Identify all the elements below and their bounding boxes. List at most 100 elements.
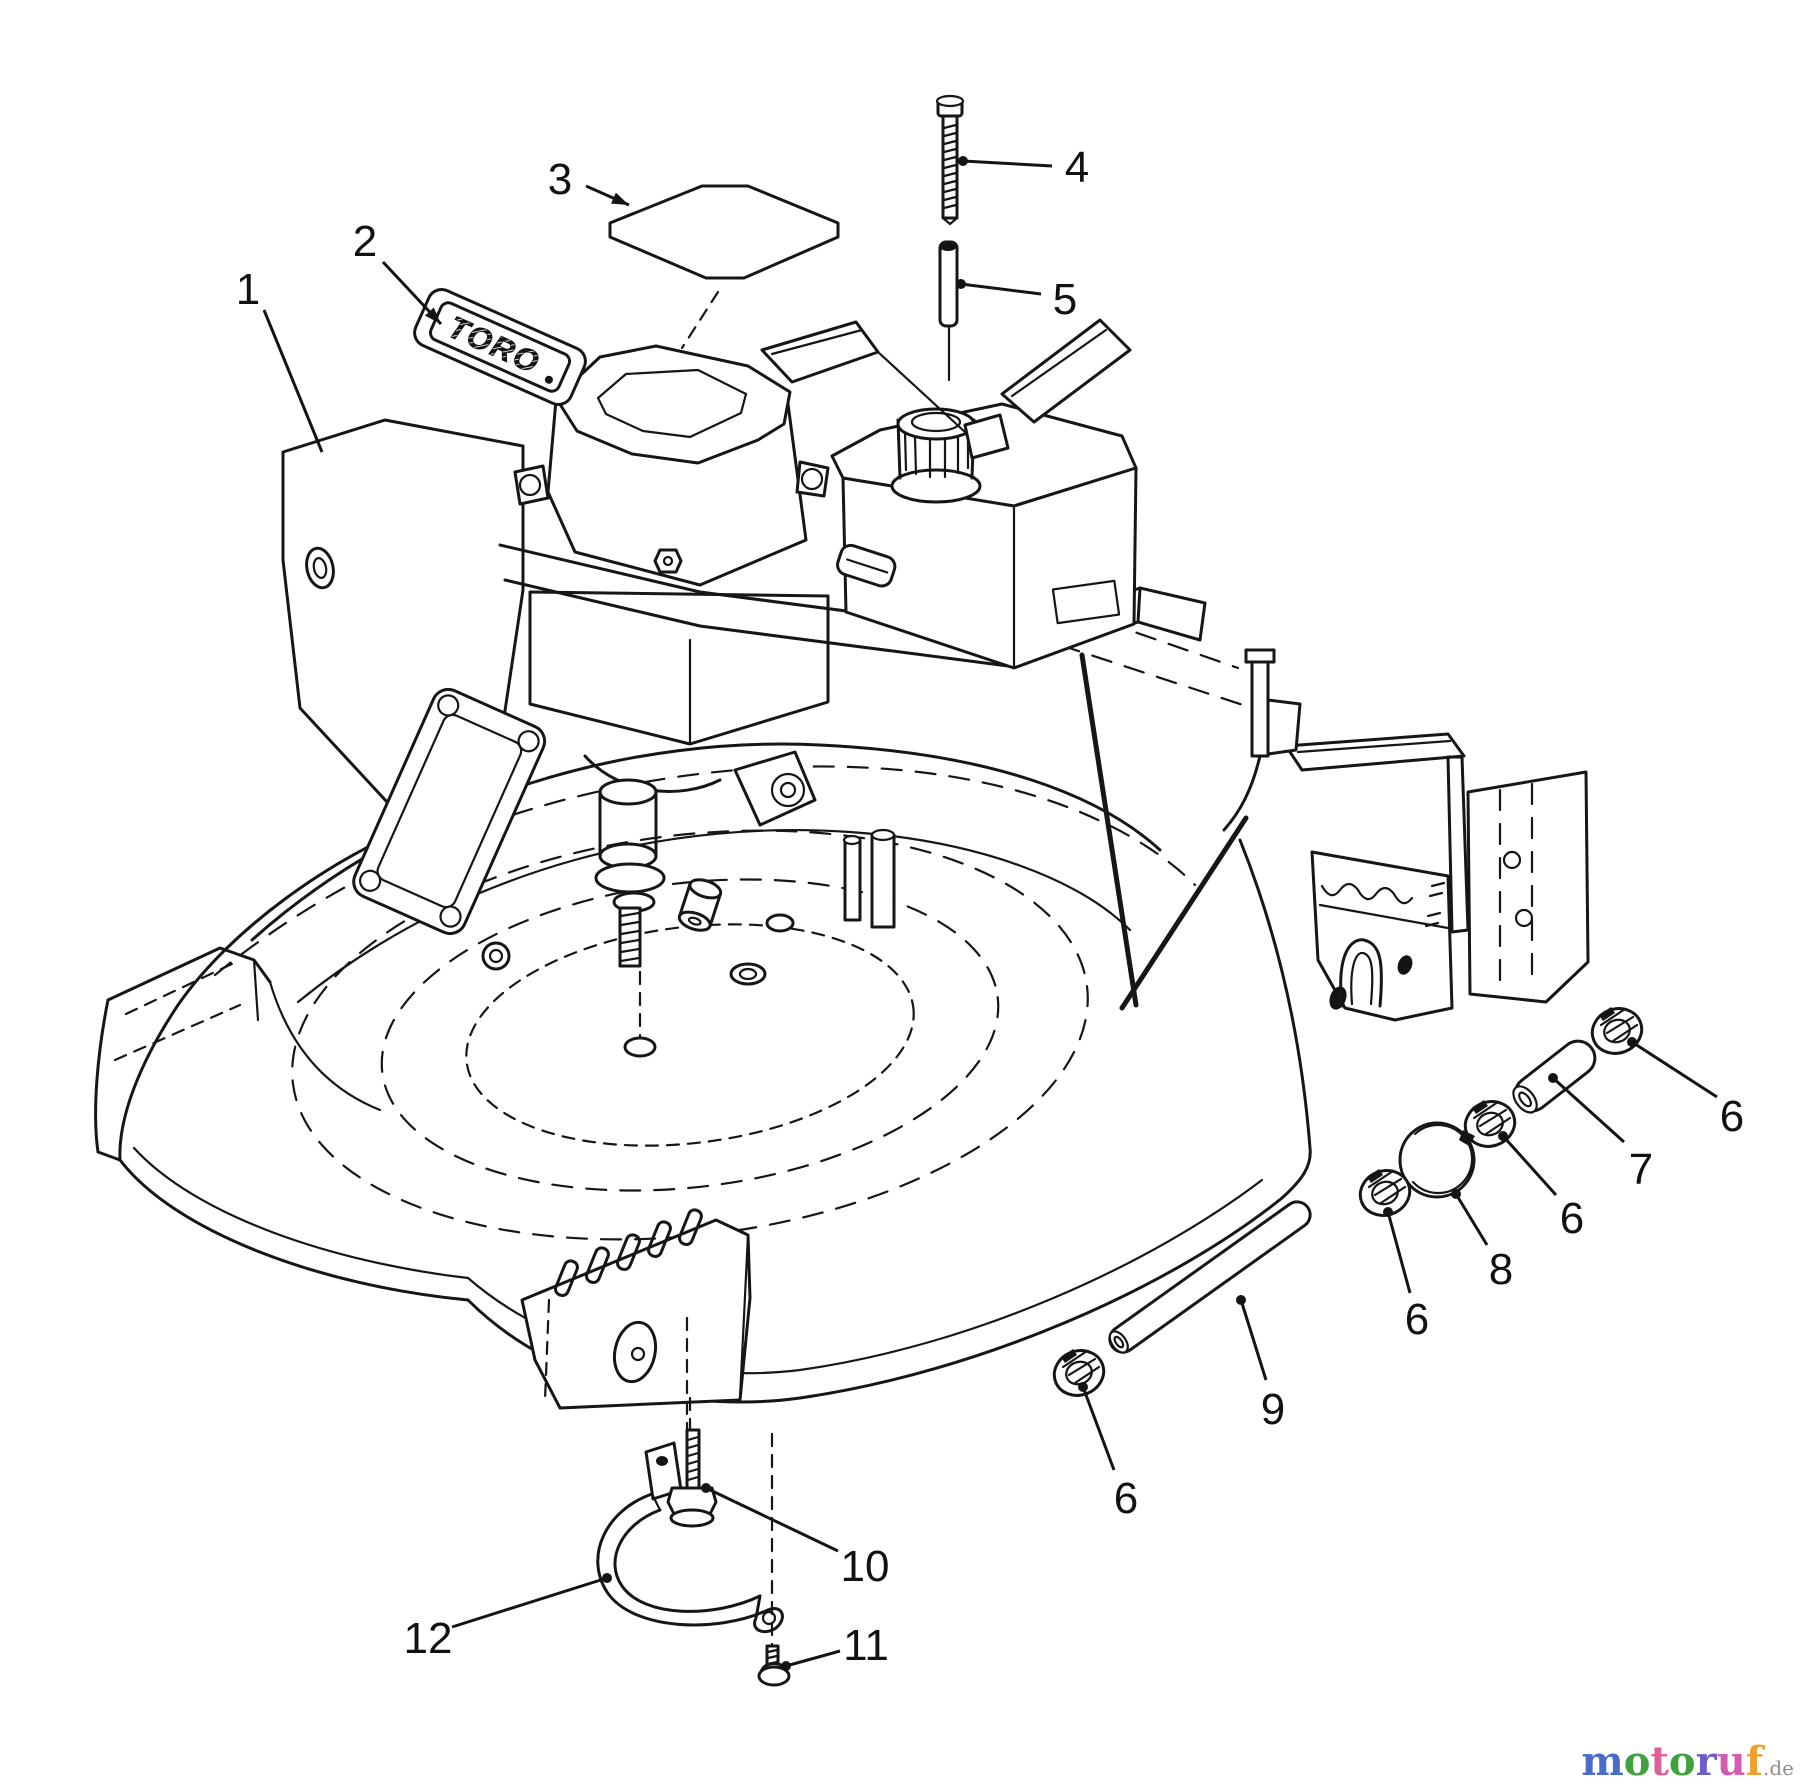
callout-4-leader-line	[962, 159, 1053, 168]
lever-pivot	[963, 413, 1010, 460]
callout-6-b-number: 6	[1560, 1194, 1584, 1243]
motoruf-logo-letter: u	[1716, 1738, 1746, 1784]
hose-clamp-6a	[1590, 1007, 1644, 1055]
muffler-plate-outer	[352, 687, 547, 936]
air-cleaner-top-inner	[596, 368, 748, 439]
rack-teeth-wave	[1320, 882, 1414, 905]
mount-ear-right	[1136, 586, 1207, 642]
clamp-screw	[1599, 1007, 1615, 1021]
fuel-line-bore	[1113, 1335, 1125, 1349]
motoruf-logo[interactable]: motoruf.de	[1581, 1742, 1794, 1782]
callout-7-leader-line	[1551, 1076, 1626, 1144]
callout-4-number: 4	[1065, 143, 1089, 192]
support-post	[1250, 654, 1270, 758]
callout-8-number: 8	[1489, 1245, 1513, 1294]
muffler-bolt-3	[359, 869, 382, 892]
front-serrated-bracket	[520, 1208, 752, 1430]
callout-10-number: 10	[841, 1542, 890, 1591]
backing-plate-hole-2	[1514, 908, 1534, 928]
callout-6-d-leader-dot	[1078, 1382, 1088, 1392]
fuel-line-part9	[1108, 1200, 1312, 1354]
clamp-slots	[1599, 1007, 1639, 1043]
fuel-filter-part8	[1393, 1121, 1476, 1199]
carb-post-1-top	[842, 834, 862, 846]
guard-left-end	[650, 1492, 662, 1512]
callout-2: 2	[353, 217, 443, 326]
deck-rear-wall-edge-1	[1079, 652, 1139, 1008]
callout-6-d-number: 6	[1114, 1474, 1138, 1523]
rack-shadow-2	[1397, 955, 1413, 975]
filter-centerline	[680, 290, 720, 350]
motoruf-logo-suffix: .de	[1763, 1756, 1794, 1780]
callout-6-b-leader-dot	[1498, 1131, 1508, 1141]
filter-diamond	[608, 184, 840, 280]
rocker-ridge	[846, 558, 889, 574]
rear-height-adjuster	[1222, 648, 1590, 1022]
badge-outer-frame	[413, 288, 587, 406]
callout-3-number: 3	[548, 155, 572, 204]
blade-circle-middle	[380, 878, 1000, 1192]
lever-link	[876, 350, 967, 434]
bolt10-threads	[686, 1435, 700, 1482]
carb-disc	[770, 772, 806, 808]
callout-7-leader-dot	[1548, 1073, 1558, 1083]
tick-mark-2	[1424, 911, 1442, 928]
guard-part12	[596, 1492, 784, 1634]
support-foot	[1222, 754, 1262, 832]
callout-6-c-leader-dot	[1383, 1207, 1393, 1217]
rear-handle-plate-inner	[1010, 328, 1108, 398]
right-backing-plate	[1466, 770, 1590, 1004]
carb-post-1	[843, 838, 862, 922]
callout-11-number: 11	[843, 1621, 889, 1670]
roller-side	[678, 882, 722, 928]
primer-rocker	[836, 543, 897, 588]
bracket-face-line	[738, 1233, 750, 1400]
filter-disc	[1398, 1121, 1476, 1199]
adapter-top	[598, 778, 658, 806]
pin-part5	[938, 240, 959, 382]
vent-slot-2	[585, 1246, 610, 1285]
air-cleaner-bolt-bottom	[653, 548, 683, 574]
bolt-part4	[935, 94, 965, 226]
callout-4-leader-dot	[958, 156, 968, 166]
callout-6-a: 6	[1627, 1037, 1744, 1141]
backing-plate-hole-1	[1502, 850, 1522, 870]
callout-6-d: 6	[1078, 1382, 1138, 1523]
hose-bore	[1518, 1091, 1533, 1108]
bolt10-washer	[669, 1508, 715, 1528]
callout-5-leader-dot	[956, 279, 966, 289]
callout-12-leader-dot	[602, 1573, 612, 1583]
muffler-bolt-4	[439, 905, 462, 928]
clamp-screw	[1061, 1349, 1077, 1363]
callout-3-arrowhead	[611, 192, 629, 205]
clamp-ring-inner	[1603, 1018, 1631, 1044]
callout-1: 1	[236, 265, 324, 453]
clamp-slots	[1061, 1349, 1101, 1385]
pin5-cap	[940, 243, 956, 251]
clamp-ring	[1590, 1007, 1644, 1055]
rear-handle-plate	[1000, 318, 1132, 424]
mount-bolt-part10	[644, 1428, 718, 1528]
fuel-line-tube	[1108, 1200, 1312, 1354]
callout-8-leader-line	[1454, 1193, 1489, 1246]
rack-mid-line	[1318, 903, 1450, 930]
toothed-rack	[1310, 850, 1454, 1022]
vent-slot-4	[647, 1220, 672, 1259]
spindle-bolt-center	[488, 948, 504, 964]
carb-post-2-top	[870, 828, 896, 842]
clamp-ring-inner	[1476, 1111, 1504, 1137]
guard-end-hook	[753, 1594, 784, 1634]
carb-disc-inner	[779, 781, 797, 799]
roller-bottom	[677, 910, 712, 932]
muffler-plate-inner	[376, 713, 523, 909]
deck-bolt-holes	[481, 913, 795, 1058]
lower-block	[528, 590, 830, 746]
chute-ridge-hidden-2	[113, 1003, 242, 1062]
crankcase-port	[305, 546, 335, 590]
callout-10-leader-line	[705, 1486, 839, 1553]
chute-blend	[268, 980, 382, 1112]
guard-outer	[596, 1492, 770, 1627]
guard-inner	[613, 1508, 762, 1613]
